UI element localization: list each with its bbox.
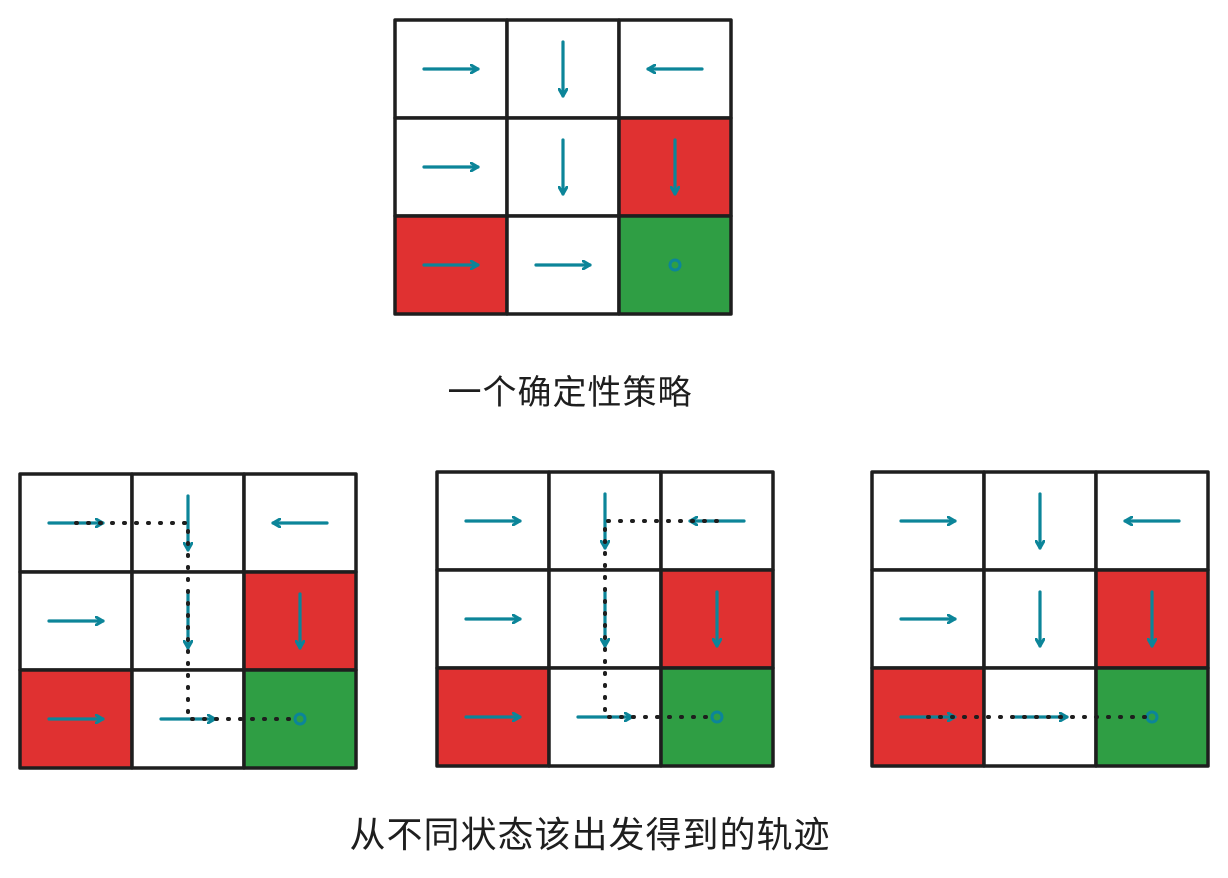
trajectory-grid-2	[435, 470, 775, 768]
grids-layer	[18, 18, 1210, 770]
cell-green-r2c2	[659, 666, 775, 768]
policy-caption: 一个确定性策略	[447, 373, 693, 413]
trajectory-grid-1	[18, 472, 358, 770]
trajectory-path-2	[603, 519, 719, 719]
policy-grid	[393, 18, 733, 316]
cell-green-r2c2	[242, 668, 358, 770]
stay-marker-r2c2	[668, 258, 682, 272]
stay-marker-r2c2	[710, 710, 724, 724]
cell-green-r2c2	[1094, 666, 1210, 768]
cell-white-r2c1	[505, 214, 621, 316]
trajectory-path-1	[74, 521, 302, 721]
cell-green-r2c2	[617, 214, 733, 316]
trajectories-caption: 从不同状态该出发得到的轨迹	[349, 815, 831, 856]
stay-marker-r2c2	[293, 712, 307, 726]
trajectory-grid-3	[870, 470, 1210, 768]
